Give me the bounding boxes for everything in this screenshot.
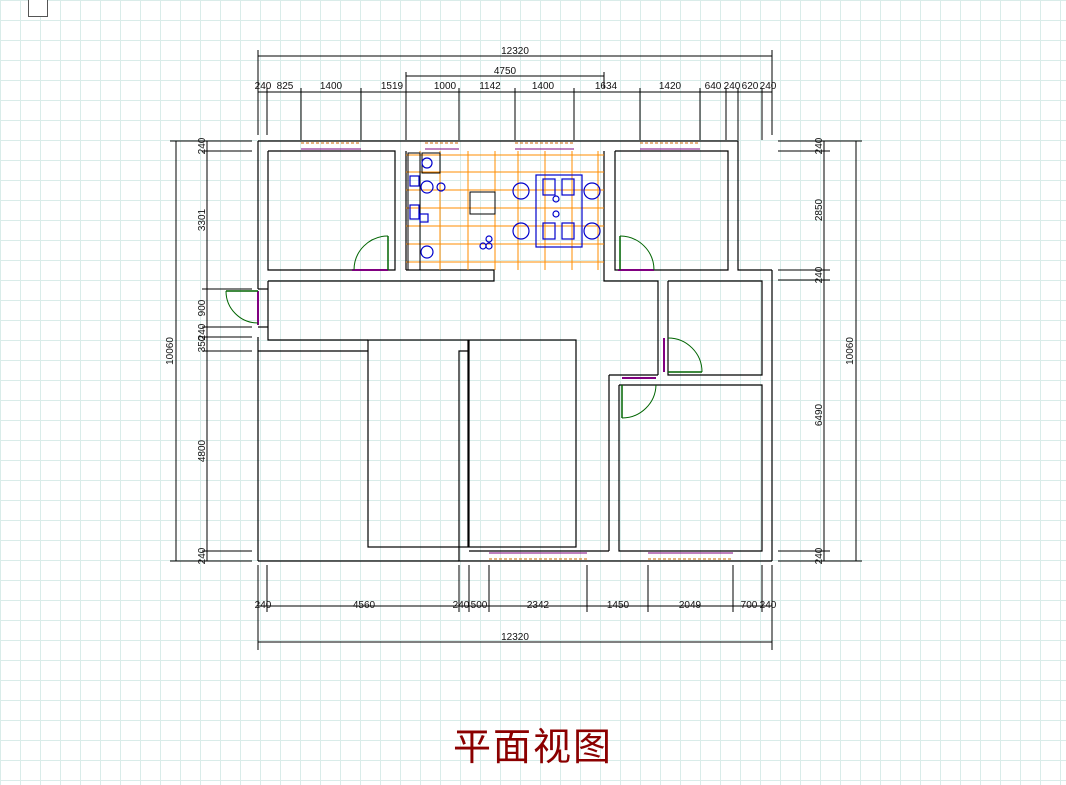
window-top-right[interactable]	[640, 142, 700, 150]
dim-top-item: 1519	[381, 81, 404, 92]
dim-bottom-item: 1450	[607, 600, 630, 611]
window-top-center-b[interactable]	[515, 142, 574, 150]
dim-top-item: 825	[277, 81, 294, 92]
dim-right-overall: 10060	[845, 337, 856, 365]
dim-top-item: 1000	[434, 81, 457, 92]
dim-left-item: 4800	[197, 439, 208, 462]
dim-top-item: 1420	[659, 81, 682, 92]
dim-right-item: 240	[814, 137, 825, 154]
dim-top-item: 240	[724, 81, 741, 92]
dim-right-item: 2850	[814, 198, 825, 221]
dim-top-item: 1400	[532, 81, 555, 92]
door-top-left-bedroom[interactable]	[352, 235, 389, 271]
corner-square-button[interactable]	[28, 0, 48, 17]
view-caption: 平面视图	[452, 727, 613, 769]
dim-left-item: 3301	[197, 208, 208, 231]
dimension-labels: 12320 4750 240 825 1400 1519 1000 1142 1…	[165, 46, 856, 643]
dim-top-item: 240	[760, 81, 777, 92]
door-bottom-right-bedroom[interactable]	[621, 377, 657, 419]
windows[interactable]	[301, 142, 733, 560]
dim-right-item: 6490	[814, 403, 825, 426]
dim-bottom-item: 240	[760, 600, 777, 611]
dim-bottom-item: 240	[453, 600, 470, 611]
furniture-grid	[406, 151, 604, 270]
dim-top-segment: 4750	[494, 66, 517, 77]
dim-bottom-item: 2049	[679, 600, 702, 611]
door-bathroom[interactable]	[663, 337, 703, 373]
dim-left-item: 240	[197, 323, 208, 340]
door-entrance[interactable]	[225, 290, 259, 325]
dim-right-item: 240	[814, 547, 825, 564]
dim-top-item: 1634	[595, 81, 618, 92]
dim-top-item: 640	[705, 81, 722, 92]
dim-bottom-overall: 12320	[501, 632, 529, 643]
furniture	[409, 157, 601, 259]
window-top-left[interactable]	[301, 142, 361, 150]
dim-top-item: 1400	[320, 81, 343, 92]
doors[interactable]	[225, 235, 703, 419]
dim-top-item: 240	[255, 81, 272, 92]
dining-area[interactable]	[406, 151, 604, 271]
dim-bottom-item: 240	[255, 600, 272, 611]
dim-top-item: 1142	[479, 81, 501, 92]
dim-bottom-item: 4560	[353, 600, 376, 611]
dim-top-overall: 12320	[501, 46, 529, 57]
window-bottom-right[interactable]	[648, 552, 733, 560]
dim-right-item: 240	[814, 266, 825, 283]
dim-bottom-item: 500	[471, 600, 488, 611]
dim-left-item: 350	[197, 335, 208, 352]
dim-left-item: 240	[197, 137, 208, 154]
dim-top-item: 620	[742, 81, 759, 92]
dim-left-overall: 10060	[165, 337, 176, 365]
dimension-lines	[170, 50, 862, 650]
dim-left-item: 900	[197, 299, 208, 316]
walls[interactable]	[257, 140, 773, 562]
dim-bottom-item: 700	[741, 600, 758, 611]
dim-left-item: 240	[197, 547, 208, 564]
window-top-center-a[interactable]	[425, 142, 459, 150]
door-top-right-bedroom[interactable]	[618, 235, 655, 271]
window-bottom-center[interactable]	[489, 552, 587, 560]
dim-bottom-item: 2342	[527, 600, 550, 611]
